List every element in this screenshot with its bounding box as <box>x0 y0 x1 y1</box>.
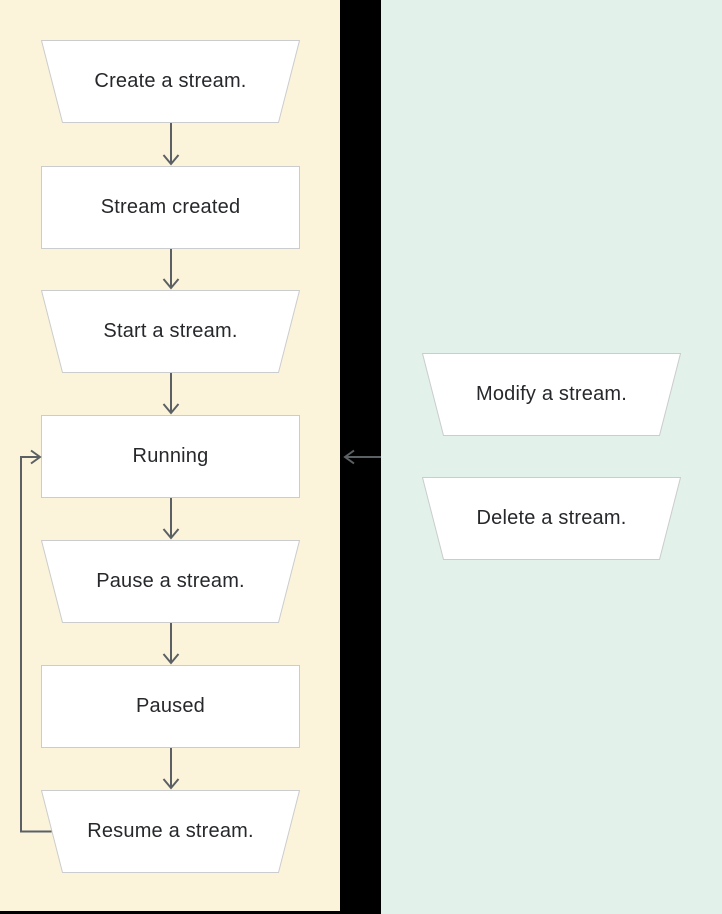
flow-node-resume-stream: Resume a stream. <box>41 790 300 873</box>
node-label: Running <box>132 445 209 467</box>
arrow-down-icon <box>162 748 180 790</box>
arrow-down-icon <box>162 623 180 665</box>
trapezoid-shape <box>41 540 300 623</box>
flow-node-start-stream: Start a stream. <box>41 290 300 373</box>
arrow-down-icon <box>162 498 180 540</box>
node-label: Create a stream. <box>94 70 247 92</box>
flow-node-modify-stream: Modify a stream. <box>422 353 681 436</box>
node-label: Modify a stream. <box>475 383 628 405</box>
stream-lifecycle-panel: Create a stream. Stream created Start a … <box>0 0 340 911</box>
stream-operations-panel: Modify a stream. Delete a stream. <box>381 0 722 914</box>
loop-back-arrow <box>14 449 52 840</box>
trapezoid-shape <box>41 790 300 873</box>
flow-node-pause-stream: Pause a stream. <box>41 540 300 623</box>
trapezoid-shape <box>41 40 300 123</box>
node-label: Stream created <box>100 196 241 218</box>
arrow-left-icon <box>342 449 382 465</box>
node-label: Resume a stream. <box>87 820 254 842</box>
node-label: Start a stream. <box>103 320 238 342</box>
arrow-down-icon <box>162 373 180 415</box>
node-label: Pause a stream. <box>96 570 245 592</box>
flow-node-create-stream: Create a stream. <box>41 40 300 123</box>
node-label: Paused <box>135 695 206 717</box>
trapezoid-shape <box>41 290 300 373</box>
arrow-down-icon <box>162 249 180 290</box>
trapezoid-shape <box>422 353 681 436</box>
flow-node-running: Running <box>41 415 300 498</box>
flow-node-paused: Paused <box>41 665 300 748</box>
trapezoid-shape <box>422 477 681 560</box>
flow-node-delete-stream: Delete a stream. <box>422 477 681 560</box>
arrow-down-icon <box>162 123 180 166</box>
flow-node-stream-created: Stream created <box>41 166 300 249</box>
node-label: Delete a stream. <box>476 507 627 529</box>
